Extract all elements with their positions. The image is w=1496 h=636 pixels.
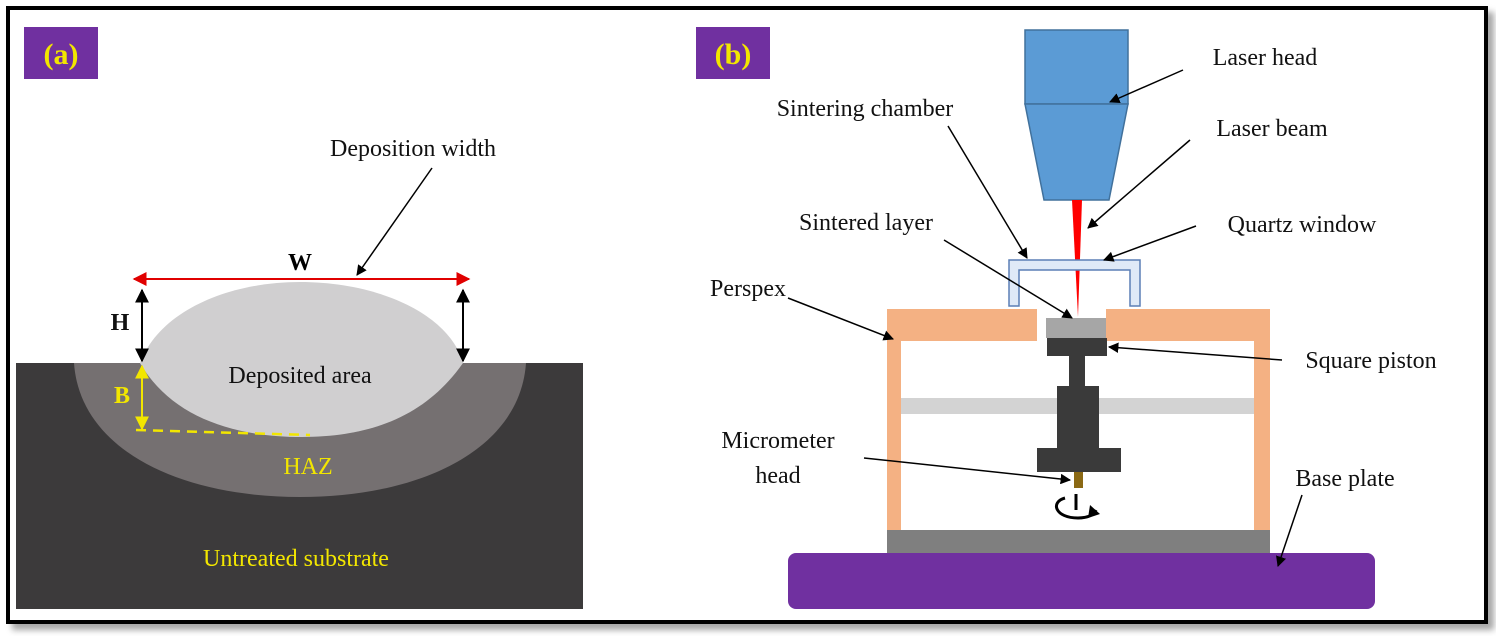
badge-a-label: (a) [44, 38, 79, 71]
deposition-width-label: Deposition width [330, 136, 496, 162]
micrometer-thimble [1037, 448, 1121, 472]
perspex-right-wall [1254, 341, 1270, 530]
laser-head-nozzle [1024, 103, 1129, 201]
sintered-layer-label: Sintered layer [799, 210, 933, 236]
haz-label: HAZ [283, 454, 332, 480]
depth-dashed-line [135, 428, 311, 437]
untreated-substrate-label: Untreated substrate [203, 546, 389, 572]
perspex-label: Perspex [710, 276, 786, 302]
micrometer-head-label-line1: Micrometer [721, 428, 834, 454]
sintering-chamber-label: Sintering chamber [777, 96, 954, 122]
badge-b-label: (b) [715, 38, 752, 71]
badge-b [696, 27, 770, 79]
quartz-window [1008, 259, 1141, 307]
micrometer-barrel [1057, 398, 1099, 448]
base-plate [788, 553, 1375, 609]
quartz-window-label: Quartz window [1228, 212, 1377, 238]
sintered-layer [1046, 318, 1106, 338]
w-label: W [288, 250, 312, 276]
perspex-left-wall [887, 341, 901, 530]
perspex-top-left [887, 309, 1037, 341]
deposition-width-pointer [356, 167, 433, 276]
square-piston-pointer [1107, 342, 1283, 361]
panel-b: (b) Laser head S [696, 27, 1437, 609]
deposited-bead [140, 282, 463, 437]
sintered-layer-pointer [943, 239, 1073, 319]
laser-beam-pointer [1087, 139, 1191, 229]
perspex-pointer [787, 297, 894, 341]
piston-collar [1057, 386, 1099, 398]
laser-beam [1072, 200, 1082, 317]
perspex-top-right [1106, 309, 1270, 341]
base-grey-plate [887, 530, 1270, 553]
laser-head-pointer [1109, 69, 1184, 104]
quartz-window-pointer [1103, 225, 1197, 262]
base-plate-label: Base plate [1295, 466, 1394, 492]
deposited-area-label: Deposited area [228, 363, 372, 389]
laser-head-label: Laser head [1213, 45, 1318, 71]
sintering-chamber-pointer [947, 125, 1028, 259]
laser-head-upper [1024, 29, 1129, 105]
piston-rod-upper [1069, 356, 1085, 386]
micrometer-head-pointer [863, 457, 1072, 485]
panel-a: (a) W Deposition width H B Deposited are… [16, 27, 583, 609]
micrometer-head-label-line2: head [755, 463, 800, 489]
micrometer-spindle [1074, 472, 1083, 488]
square-piston [1047, 338, 1107, 356]
b-label: B [114, 383, 130, 409]
square-piston-label: Square piston [1305, 348, 1436, 374]
base-plate-pointer [1276, 494, 1303, 567]
laser-beam-label: Laser beam [1216, 116, 1328, 142]
badge-a [24, 27, 98, 79]
h-label: H [111, 310, 130, 336]
rotation-arrowhead-icon [1088, 505, 1100, 518]
